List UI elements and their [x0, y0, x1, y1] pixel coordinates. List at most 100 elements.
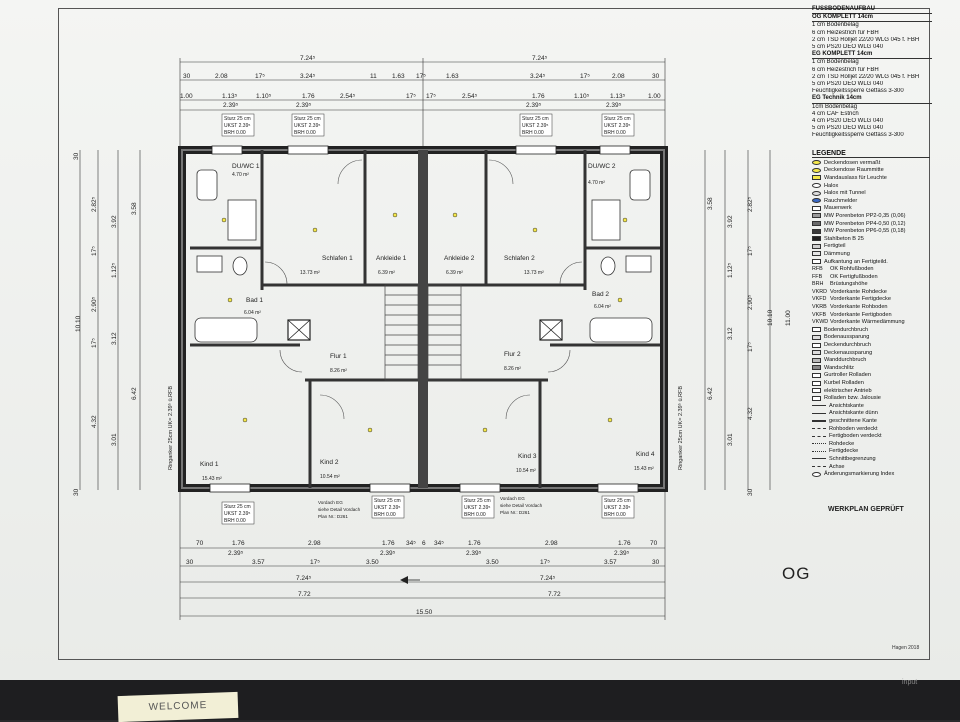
dim-right: 3.92 — [727, 215, 734, 228]
legend-label: Rauchmelder — [824, 197, 858, 204]
section-line: Feuchtigkeitssperre Getfass 3-300 — [812, 132, 904, 139]
room-area-kind2: 10.54 m² — [320, 474, 340, 480]
dim-left: 3.12 — [111, 332, 118, 345]
top-dimension-labels: 7.24⁵ 7.24⁵ 30 2.08 17⁵ 3.24⁵ 11 1.63 17… — [180, 55, 661, 109]
ring-beam-right: Ringanker 25cm UK= 2.39⁵ ü.RFB — [677, 386, 684, 470]
dim-top-row2: 3.24⁵ — [300, 73, 316, 80]
room-labels: DU/WC 1 4.70 m² Schlafen 1 13.73 m² Ankl… — [200, 163, 655, 482]
lintel-text: Sturz 25 cm — [374, 498, 401, 504]
legend-row: Änderungsmarkierung Index — [812, 470, 930, 478]
lintel-labels-frames — [221, 113, 635, 525]
footer-note: Hagen 2018 — [892, 645, 920, 651]
dim-bottom-row1: 1.76 — [468, 540, 481, 547]
interior-walls — [190, 150, 660, 488]
legend-label: Vorderkante Rohboden — [830, 304, 888, 311]
lintel-text: Sturz 25 cm — [604, 498, 631, 504]
room-area-kind3: 10.54 m² — [516, 468, 536, 474]
legend-label: Bodenaussparung — [824, 334, 870, 341]
line-sample-icon — [812, 419, 826, 422]
legend-label: Vorderkante Fertigboden — [830, 311, 892, 318]
line-sample-icon — [812, 405, 826, 407]
dim-top-row3: 17⁵ — [406, 93, 416, 100]
lintel-text: BRH 0.00 — [294, 130, 316, 136]
section-line: 5 cm PS20 DEO WLG 040 — [812, 125, 884, 132]
legend-label: Brüstungshöhe — [830, 281, 868, 288]
room-area-bad1: 6.04 m² — [244, 310, 261, 316]
legend-label: Ansichtskante dünn — [829, 410, 878, 417]
vordach-right-text: Vordach EG — [500, 496, 525, 501]
section-line: 2 cm TSD Rolljet 22/20 WLG 045 f. FBH — [812, 73, 920, 80]
lintel-text: UKST 2.39⁵ — [224, 511, 250, 517]
dim-right: 2.82⁵ — [747, 196, 754, 212]
lintel-text: BRH 0.00 — [604, 130, 626, 136]
legend-label: Bodendurchbruch — [824, 326, 869, 333]
legend-row: Wandschlitz — [812, 364, 930, 372]
dim-left: 2.82⁵ — [91, 196, 98, 212]
section-marker — [400, 576, 420, 584]
party-wall — [418, 150, 428, 488]
legend-abbr: VKRD — [812, 288, 827, 295]
dim-bottom-row1-sub: 2.39⁵ — [614, 550, 630, 557]
floor-label: OG — [782, 564, 811, 583]
drawing-sheet: 7.24⁵ 7.24⁵ 30 2.08 17⁵ 3.24⁵ 11 1.63 17… — [0, 0, 960, 680]
floor-build-up-title: FUSSBODENAUFBAU — [812, 6, 932, 15]
dim-left: 17⁵ — [91, 246, 98, 256]
lintel-text: BRH 0.00 — [224, 518, 246, 524]
room-area-kind1: 15.43 m² — [202, 476, 222, 482]
dim-top-row3: 1.00 — [180, 93, 193, 100]
line-sample-icon — [812, 443, 826, 445]
wall-outlet-icon — [812, 175, 821, 181]
lintel-text: UKST 2.39⁵ — [294, 123, 320, 129]
lintel-text: Sturz 25 cm — [464, 498, 491, 504]
revision-mark-icon — [812, 471, 821, 477]
legend-abbr: VKFD — [812, 296, 827, 303]
dim-top-row2: 1.63 — [392, 73, 405, 80]
legend-row: Deckendurchbruch — [812, 341, 930, 349]
room-area-ankleide1: 6.39 m² — [378, 270, 395, 276]
lintel-text: UKST 2.39⁵ — [604, 123, 630, 129]
legend-row: Ansichtskante — [812, 402, 930, 410]
sheet-border — [58, 8, 930, 660]
dim-top-row2: 11 — [370, 73, 377, 80]
section-heading: EG KOMPLETT 14cm — [812, 51, 932, 60]
dim-top-row2: 17⁵ — [580, 73, 590, 80]
halox-icon — [812, 183, 821, 189]
legend-label: Stahlbeton B 25 — [824, 235, 864, 242]
electric-drive-icon — [812, 388, 821, 394]
legend-row: elektrischer Antrieb — [812, 387, 930, 395]
dim-bottom-row3: 7.24⁵ — [296, 575, 312, 582]
masonry-swatch — [812, 205, 821, 211]
dim-top-row3: 2.54⁵ — [462, 93, 478, 100]
dim-top-row2: 30 — [652, 73, 660, 80]
legend-row: Mauerwerk — [812, 205, 930, 213]
legend-panel: LEGENDE Deckendosen vermaßt Deckendose R… — [812, 150, 930, 478]
dim-bottom-row1: 1.76 — [618, 540, 631, 547]
legend-row: Bodendurchbruch — [812, 326, 930, 334]
dim-right: 4.32 — [747, 407, 754, 420]
legend-row: Rohdecke — [812, 440, 930, 448]
dim-top-row3: 1.10⁵ — [256, 93, 272, 100]
legend-row: Halox — [812, 182, 930, 190]
section-line: 1cm Bodenbelag — [812, 103, 858, 110]
lintel-text: UKST 2.39⁵ — [604, 505, 630, 511]
legend-label: Rolladen bzw. Jalousie — [824, 395, 881, 402]
lintel-labels: Sturz 25 cm UKST 2.39⁵ BRH 0.00 Sturz 25… — [224, 116, 631, 524]
right-dimension-labels: 3.58 3.92 2.82⁵ 17⁵ 1.12⁵ 2.90⁵ 3.12 17⁵… — [707, 196, 792, 496]
dim-top-row3: 1.76 — [532, 93, 545, 100]
dim-top-row3: 1.13⁵ — [222, 93, 238, 100]
room-name-schlafen1: Schlafen 1 — [322, 255, 353, 262]
lintel-text: Sturz 25 cm — [224, 504, 251, 510]
dim-bottom-row4: 7.72 — [548, 591, 561, 598]
line-sample-icon — [812, 450, 826, 452]
floor-recess-icon — [812, 334, 821, 340]
precast-swatch — [812, 243, 821, 249]
upstand-swatch — [812, 259, 821, 265]
dim-top-row2: 2.08 — [215, 73, 228, 80]
legend-label: Rohdecke — [829, 440, 855, 447]
dim-left: 4.32 — [91, 415, 98, 428]
legend-row: Wanddurchbruch — [812, 356, 930, 364]
legend-label: Achse — [829, 463, 845, 470]
